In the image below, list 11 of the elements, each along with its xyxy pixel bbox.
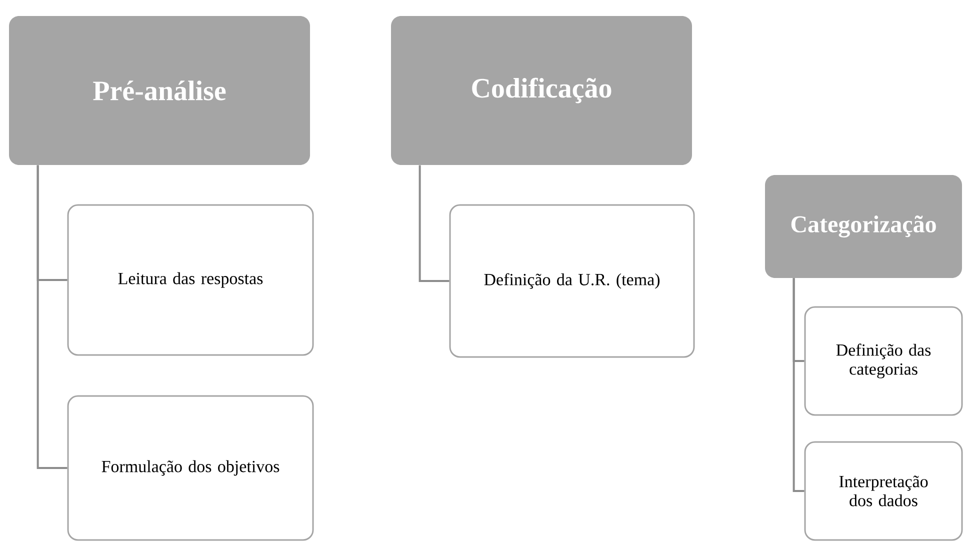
stage-box: Categorização: [765, 174, 962, 278]
step-box: Leitura das respostas: [67, 204, 314, 356]
connector-line: [418, 165, 450, 282]
step-box: Definição da U.R. (tema): [449, 204, 695, 358]
stage-box: Codificação: [391, 16, 692, 165]
connector-line: [36, 165, 68, 469]
stage-box: Pré-análise: [9, 16, 310, 165]
step-box: Definição das categorias: [804, 306, 963, 416]
step-box: Formulação dos objetivos: [67, 395, 314, 541]
step-box: Interpretação dos dados: [804, 441, 963, 541]
connector-line: [792, 278, 804, 492]
